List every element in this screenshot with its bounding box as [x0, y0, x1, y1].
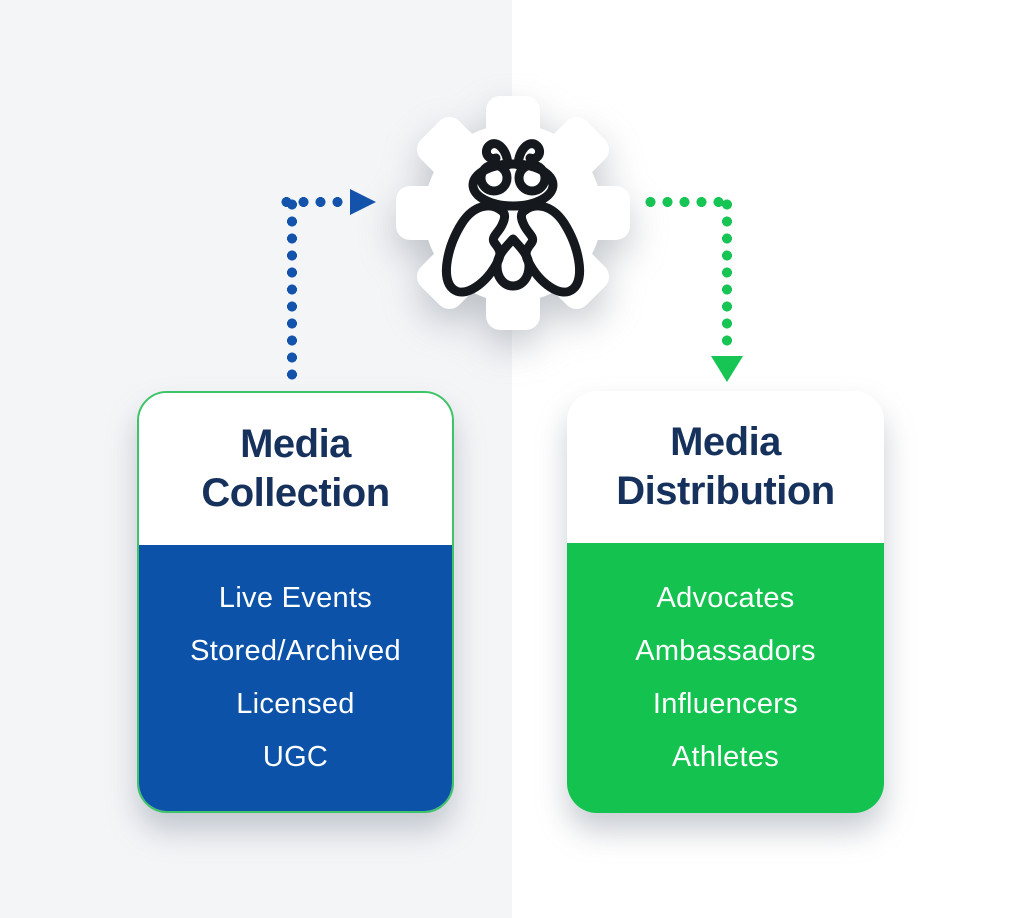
fly-in-gear-svg [396, 96, 630, 330]
list-item: Ambassadors [635, 635, 816, 668]
media-collection-header: Media Collection [139, 393, 452, 545]
list-item: Advocates [656, 582, 795, 615]
green-arrow-vertical-dots [721, 196, 733, 349]
list-item: UGC [262, 740, 329, 773]
media-collection-title: Media Collection [201, 422, 390, 515]
arrowhead-down-icon [711, 356, 743, 382]
media-distribution-title: Media Distribution [616, 420, 835, 513]
gear-cog-shape [396, 96, 630, 330]
media-distribution-list: Advocates Ambassadors Influencers Athlet… [567, 543, 884, 813]
media-collection-card: Media Collection Live Events Stored/Arch… [137, 391, 454, 813]
media-distribution-header: Media Distribution [567, 391, 884, 543]
green-arrow-horizontal-dots [642, 196, 727, 208]
list-item: Stored/Archived [190, 635, 401, 668]
greenfly-gear-icon [393, 93, 633, 333]
list-item: Live Events [218, 582, 373, 615]
fly-icon [441, 139, 585, 297]
list-item: Influencers [652, 688, 799, 720]
blue-arrow-horizontal-dots [278, 196, 346, 208]
media-distribution-card: Media Distribution Advocates Ambassadors… [567, 391, 884, 813]
media-collection-list: Live Events Stored/Archived Licensed UGC [139, 545, 452, 811]
list-item: Athletes [671, 740, 780, 773]
blue-arrow-vertical-dots [286, 196, 298, 383]
arrowhead-right-icon [350, 189, 376, 215]
list-item: Licensed [236, 688, 355, 720]
